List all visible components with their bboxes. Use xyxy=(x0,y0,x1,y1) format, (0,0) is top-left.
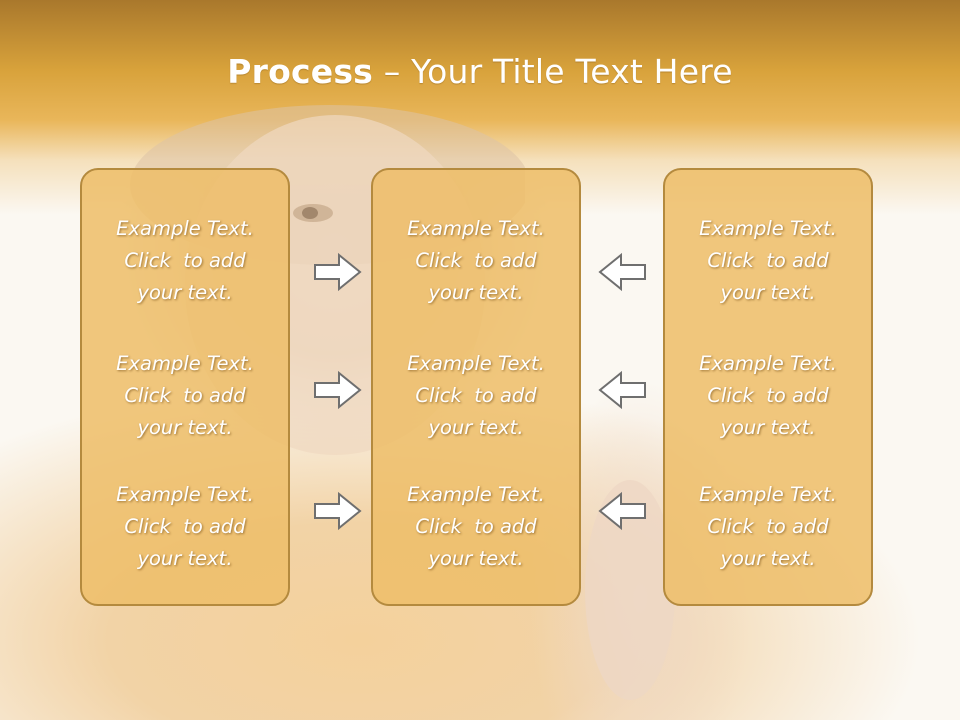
text-block[interactable]: Example Text. Click to add your text. xyxy=(665,479,871,575)
text-line: your text. xyxy=(137,547,233,570)
text-block[interactable]: Example Text. Click to add your text. xyxy=(373,348,579,444)
text-line: Click to add xyxy=(707,515,829,538)
text-line: your text. xyxy=(428,547,524,570)
text-box-left[interactable]: Example Text. Click to add your text. Ex… xyxy=(80,168,290,606)
title-rest: – Your Title Text Here xyxy=(373,52,733,91)
title-bold: Process xyxy=(227,52,374,91)
text-line: Example Text. xyxy=(699,217,837,240)
text-line: Example Text. xyxy=(699,483,837,506)
text-line: Example Text. xyxy=(116,483,254,506)
text-line: Click to add xyxy=(707,249,829,272)
text-block[interactable]: Example Text. Click to add your text. xyxy=(665,348,871,444)
text-line: your text. xyxy=(720,416,816,439)
text-line: Example Text. xyxy=(407,217,545,240)
text-block[interactable]: Example Text. Click to add your text. xyxy=(82,213,288,309)
text-line: Click to add xyxy=(415,384,537,407)
text-line: Example Text. xyxy=(116,217,254,240)
text-line: Click to add xyxy=(124,515,246,538)
text-line: Click to add xyxy=(415,515,537,538)
arrow-left-icon xyxy=(597,491,647,531)
text-line: Click to add xyxy=(124,249,246,272)
text-line: your text. xyxy=(720,281,816,304)
text-line: your text. xyxy=(720,547,816,570)
text-line: Example Text. xyxy=(407,352,545,375)
text-line: Example Text. xyxy=(699,352,837,375)
text-line: Click to add xyxy=(124,384,246,407)
text-line: Click to add xyxy=(707,384,829,407)
arrow-right-icon xyxy=(313,491,363,531)
arrow-left-icon xyxy=(597,370,647,410)
text-line: Example Text. xyxy=(116,352,254,375)
text-line: Click to add xyxy=(415,249,537,272)
text-block[interactable]: Example Text. Click to add your text. xyxy=(665,213,871,309)
text-line: your text. xyxy=(137,281,233,304)
text-box-right[interactable]: Example Text. Click to add your text. Ex… xyxy=(663,168,873,606)
text-line: Example Text. xyxy=(407,483,545,506)
slide-title[interactable]: Process – Your Title Text Here xyxy=(0,52,960,91)
text-line: your text. xyxy=(428,416,524,439)
text-line: your text. xyxy=(137,416,233,439)
person-hand-photo xyxy=(585,480,675,700)
arrow-left-icon xyxy=(597,252,647,292)
text-block[interactable]: Example Text. Click to add your text. xyxy=(373,479,579,575)
text-line: your text. xyxy=(428,281,524,304)
text-block[interactable]: Example Text. Click to add your text. xyxy=(82,348,288,444)
arrow-right-icon xyxy=(313,252,363,292)
arrow-right-icon xyxy=(313,370,363,410)
text-block[interactable]: Example Text. Click to add your text. xyxy=(82,479,288,575)
text-block[interactable]: Example Text. Click to add your text. xyxy=(373,213,579,309)
text-box-center[interactable]: Example Text. Click to add your text. Ex… xyxy=(371,168,581,606)
